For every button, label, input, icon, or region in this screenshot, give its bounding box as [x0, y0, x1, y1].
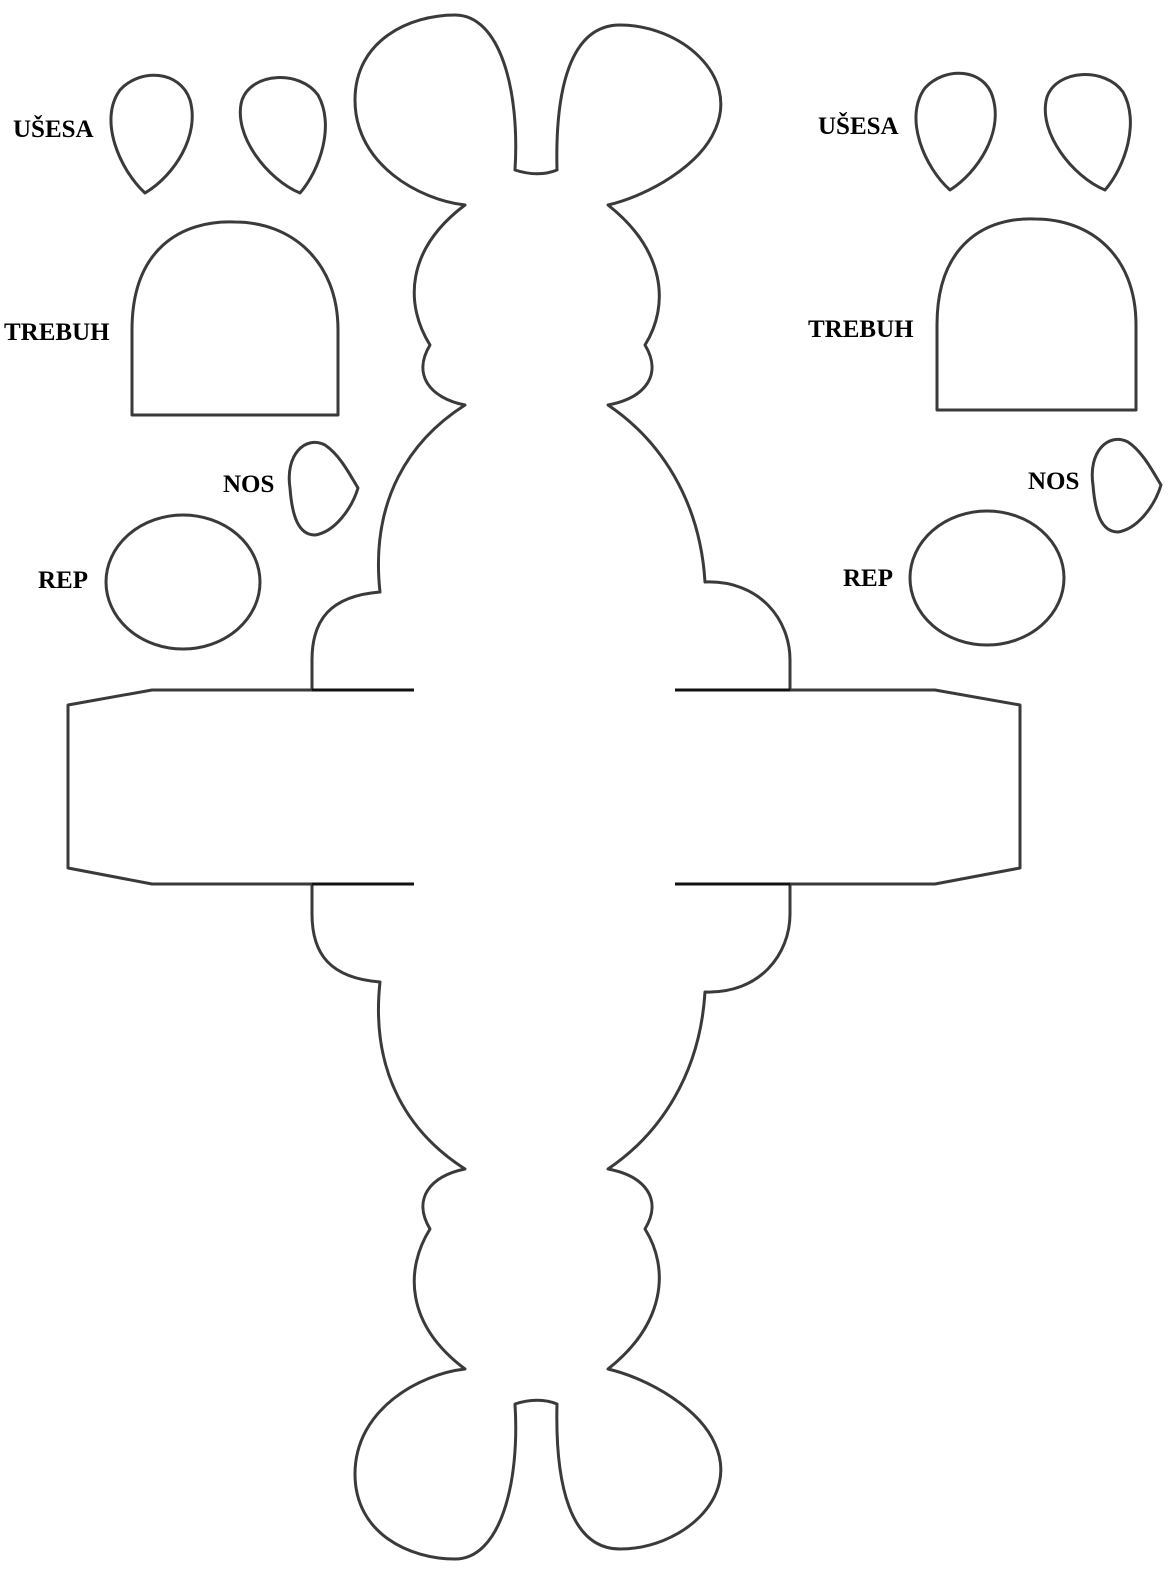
left-nose-label: NOS — [223, 471, 274, 498]
right-belly-piece — [935, 217, 1138, 412]
left-tail-label: REP — [38, 567, 88, 594]
basket-band-outline-right — [788, 688, 1022, 886]
right-tail-label: REP — [843, 565, 893, 592]
left-ear-piece-2 — [238, 76, 327, 195]
right-tail-piece — [908, 509, 1066, 647]
left-ear-piece-1 — [109, 73, 194, 195]
bunny-body-top-outline — [310, 13, 792, 692]
left-belly-piece — [130, 220, 340, 417]
left-parts: UŠESA TREBUH NOS REP — [4, 73, 360, 651]
left-nose-piece — [287, 440, 360, 537]
right-nose-label: NOS — [1028, 468, 1079, 495]
right-ear-piece-2 — [1043, 73, 1132, 192]
right-ear-piece-1 — [914, 71, 997, 192]
bunny-body-bottom-outline — [310, 882, 792, 1561]
left-tail-piece — [104, 513, 262, 651]
basket-band-outline — [66, 688, 314, 886]
right-ears-label: UŠESA — [818, 112, 899, 140]
right-nose-piece — [1090, 437, 1163, 534]
right-belly-label: TREBUH — [808, 316, 914, 343]
left-ears-label: UŠESA — [13, 115, 94, 143]
right-parts: UŠESA TREBUH NOS REP — [808, 71, 1163, 647]
left-belly-label: TREBUH — [4, 319, 110, 346]
